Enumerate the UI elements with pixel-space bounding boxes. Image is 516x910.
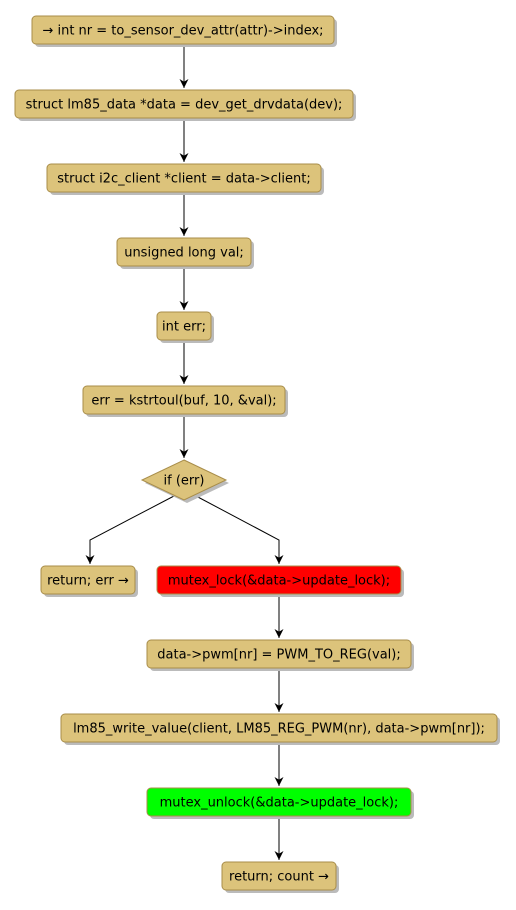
- edge-n7-to-n9: [195, 495, 284, 564]
- node-label: lm85_write_value(client, LM85_REG_PWM(nr…: [73, 722, 485, 737]
- node-label: return; count →: [229, 870, 329, 885]
- nodes: → int nr = to_sensor_dev_attr(attr)->ind…: [14, 15, 500, 893]
- action-node-n12: mutex_unlock(&data->update_lock);: [146, 787, 414, 819]
- action-box: [82, 385, 286, 415]
- node-label: err = kstrtoul(buf, 10, &val);: [91, 394, 276, 409]
- action-box: [221, 861, 337, 891]
- node-label: struct lm85_data *data = dev_get_drvdata…: [26, 98, 343, 113]
- node-label: if (err): [164, 474, 205, 489]
- action-node-n1: → int nr = to_sensor_dev_attr(attr)->ind…: [31, 15, 337, 47]
- action-box: [40, 565, 136, 595]
- node-label: struct i2c_client *client = data->client…: [57, 172, 311, 187]
- action-node-n3: struct i2c_client *client = data->client…: [46, 163, 324, 195]
- action-box: [31, 15, 335, 45]
- node-label: → int nr = to_sensor_dev_attr(attr)->ind…: [42, 24, 323, 39]
- action-box: [146, 787, 412, 817]
- action-box: [14, 89, 354, 119]
- action-node-n8: return; err →: [40, 565, 138, 597]
- node-label: data->pwm[nr] = PWM_TO_REG(val);: [157, 648, 401, 663]
- action-node-n5: int err;: [156, 311, 214, 343]
- edge-n7-to-n8: [85, 495, 175, 564]
- decision-diamond: [140, 459, 228, 501]
- node-label: mutex_lock(&data->update_lock);: [168, 574, 390, 589]
- edges: [85, 44, 284, 860]
- node-label: int err;: [162, 320, 206, 335]
- action-node-n6: err = kstrtoul(buf, 10, &val);: [82, 385, 288, 417]
- action-box: [116, 237, 252, 267]
- action-node-n4: unsigned long val;: [116, 237, 254, 269]
- action-box: [146, 639, 412, 669]
- node-label: unsigned long val;: [124, 246, 244, 261]
- action-node-n2: struct lm85_data *data = dev_get_drvdata…: [14, 89, 356, 121]
- action-box: [156, 565, 402, 595]
- action-node-n13: return; count →: [221, 861, 339, 893]
- action-box: [156, 311, 212, 341]
- action-box: [60, 713, 498, 743]
- node-label: return; err →: [47, 574, 129, 589]
- action-node-n11: lm85_write_value(client, LM85_REG_PWM(nr…: [60, 713, 500, 745]
- node-label: mutex_unlock(&data->update_lock);: [160, 796, 399, 811]
- decision-node-n7: if (err): [140, 459, 229, 503]
- action-box: [46, 163, 322, 193]
- action-node-n9: mutex_lock(&data->update_lock);: [156, 565, 404, 597]
- action-node-n10: data->pwm[nr] = PWM_TO_REG(val);: [146, 639, 414, 671]
